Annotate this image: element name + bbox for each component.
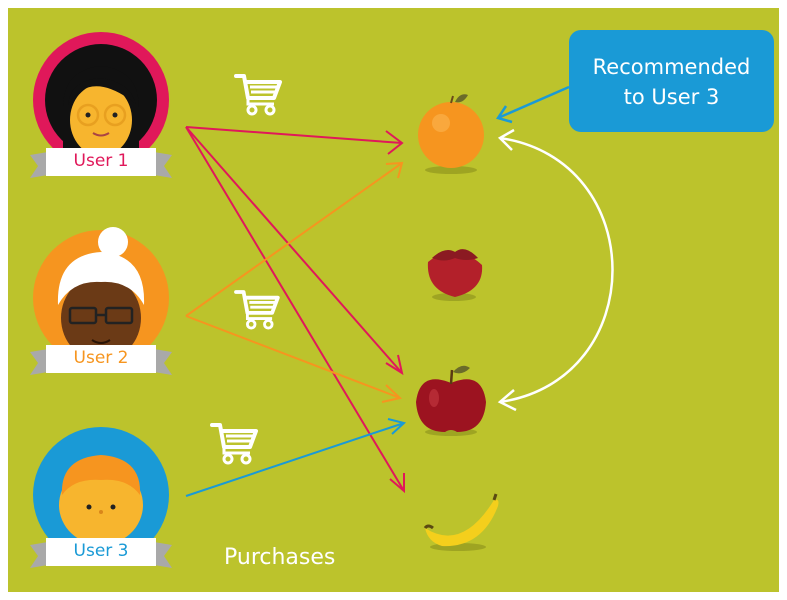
user-3-label: User 3 <box>73 541 129 561</box>
arrow-user2-apple <box>185 315 403 403</box>
user-3-avatar <box>30 427 172 568</box>
user-1-avatar <box>30 32 172 178</box>
arrow-user1-apple <box>185 126 404 376</box>
recommendation-arrow <box>496 85 570 124</box>
recommendation-text: Recommended to User 3 <box>592 55 751 109</box>
orange-icon <box>418 94 484 174</box>
arrow-user3-apple <box>185 418 407 497</box>
arrow-user2-orange <box>185 161 404 317</box>
apple-icon <box>416 365 486 436</box>
arrow-user1-banana <box>185 126 405 494</box>
user-2-avatar <box>30 227 172 375</box>
strawberry-icon <box>427 249 483 301</box>
recommendation-callout: Recommended to User 3 <box>569 30 774 132</box>
user-2-label: User 2 <box>73 348 129 368</box>
user-1-label: User 1 <box>73 151 129 171</box>
purchases-label: Purchases <box>224 545 336 570</box>
banana-icon <box>423 493 499 551</box>
similarity-arrow <box>497 128 614 412</box>
arrow-user1-orange <box>185 126 404 155</box>
